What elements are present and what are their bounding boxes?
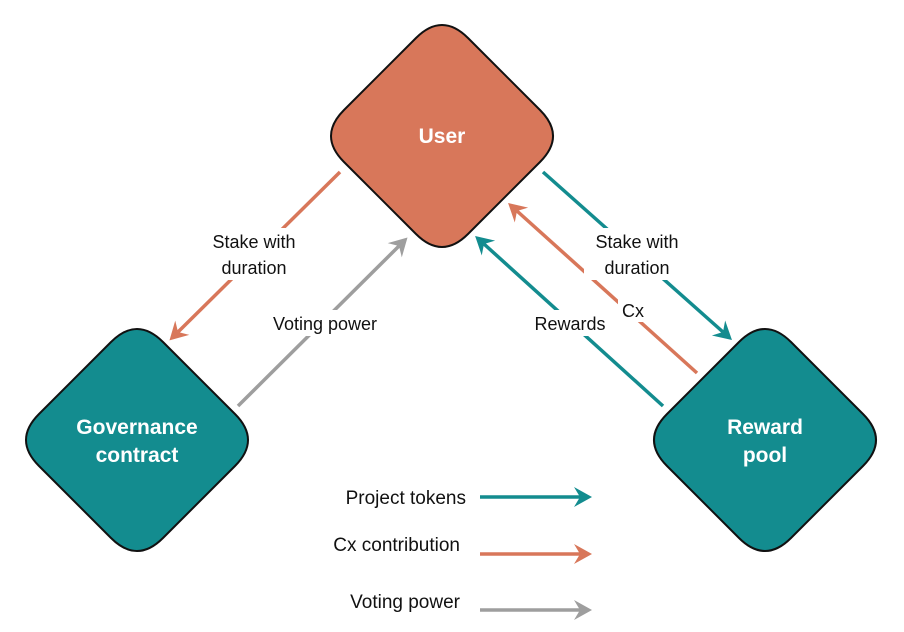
legend-arrowhead-cx-contribution — [574, 544, 592, 564]
edge-labels: Stake with duration Voting power Stake w… — [200, 228, 690, 336]
edge-label-cx: Cx — [622, 301, 644, 321]
node-user[interactable]: User — [330, 24, 554, 248]
arrowhead-voting-power — [387, 237, 408, 258]
legend-label-voting-power: Voting power — [350, 592, 461, 613]
user-diamond[interactable] — [330, 24, 554, 248]
edge-label-stake-governance-line2: duration — [221, 258, 286, 278]
label-bg — [200, 228, 308, 280]
legend: Project tokens Cx contribution Voting po… — [333, 487, 592, 620]
legend-label-project-tokens: Project tokens — [346, 488, 466, 509]
node-label-reward-line2: pool — [743, 444, 787, 467]
governance-diamond[interactable] — [25, 328, 249, 552]
label-bg — [262, 310, 388, 336]
node-label-governance-line1: Governance — [76, 416, 197, 439]
edge-label-stake-governance-line1: Stake with — [212, 232, 295, 252]
arrowhead-stake-to-governance — [169, 320, 190, 341]
legend-label-cx-contribution: Cx contribution — [333, 535, 460, 556]
reward-pool-diamond[interactable] — [653, 328, 877, 552]
legend-item-voting-power: Voting power — [350, 592, 592, 620]
label-bg — [618, 298, 648, 322]
arrowhead-stake-to-reward — [711, 320, 732, 340]
node-reward-pool[interactable]: Reward pool — [653, 328, 877, 552]
arrowhead-rewards — [475, 235, 496, 256]
edge-label-stake-reward-line2: duration — [604, 258, 669, 278]
node-governance-contract[interactable]: Governance contract — [25, 328, 249, 552]
edge-label-stake-reward-line1: Stake with — [595, 232, 678, 252]
edge-label-voting-power: Voting power — [273, 314, 377, 334]
label-bg — [526, 310, 616, 336]
label-bg — [584, 228, 690, 280]
arrowhead-cx — [508, 202, 529, 223]
legend-item-project-tokens: Project tokens — [346, 487, 592, 509]
node-label-user: User — [419, 125, 466, 148]
node-label-reward-line1: Reward — [727, 416, 803, 439]
legend-item-cx-contribution: Cx contribution — [333, 535, 592, 564]
legend-arrowhead-project-tokens — [574, 487, 592, 507]
edge-cx — [515, 209, 699, 375]
legend-arrowhead-voting-power — [574, 600, 592, 620]
edge-label-rewards: Rewards — [534, 314, 605, 334]
node-label-governance-line2: contract — [96, 444, 179, 467]
